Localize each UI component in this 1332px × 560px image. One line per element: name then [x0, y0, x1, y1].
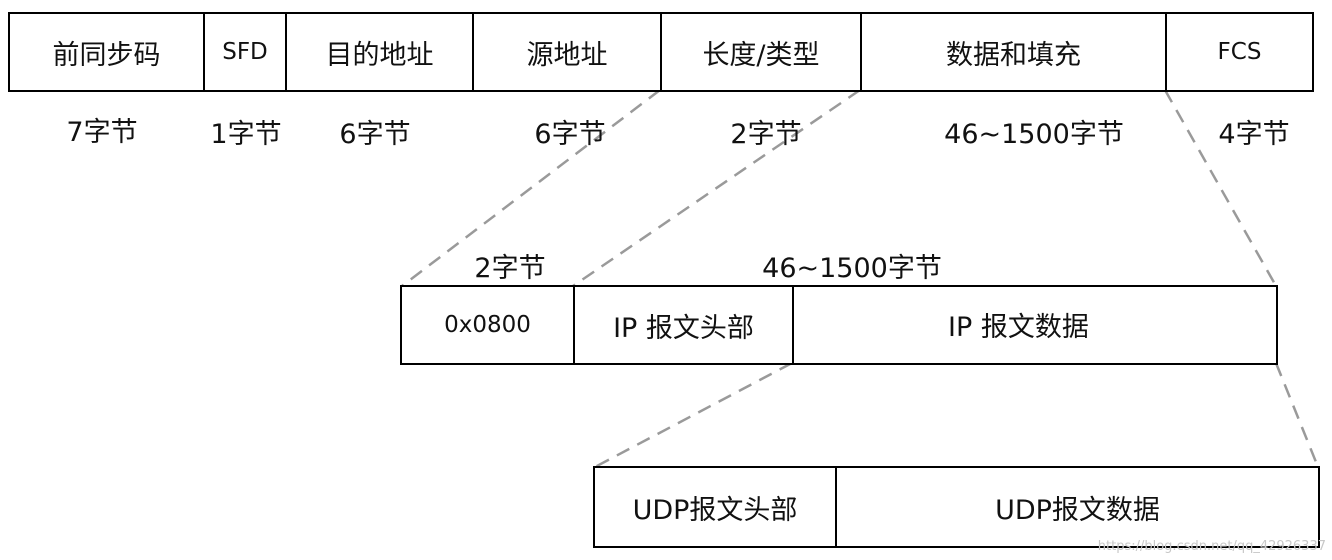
guide-line-data-left [1163, 89, 1278, 287]
length-type-field: 长度/类型 [660, 12, 862, 92]
sfd-label: SFD [222, 39, 268, 65]
preamble-field: 前同步码 [8, 12, 205, 92]
guide-line-ip-left [594, 361, 793, 469]
destination-address-field: 目的地址 [285, 12, 474, 92]
udp-header-label: UDP报文头部 [632, 494, 798, 526]
destination-address-size-label: 6字节 [339, 119, 411, 150]
guide-line-type-right [572, 88, 861, 288]
guide-line-type-left [401, 89, 661, 287]
ip-header-label: IP 报文头部 [613, 312, 754, 344]
fcs-size-label: 4字节 [1218, 119, 1290, 150]
udp-header-field: UDP报文头部 [593, 466, 837, 548]
sfd-size-label: 1字节 [210, 119, 282, 150]
type-code-size-label: 2字节 [474, 253, 546, 284]
udp-data-field: UDP报文数据 [835, 466, 1320, 548]
data-padding-label: 数据和填充 [946, 39, 1081, 71]
length-type-label: 长度/类型 [702, 39, 820, 71]
preamble-label: 前同步码 [52, 39, 161, 71]
ethertype-ipv4-field: 0x0800 [400, 285, 575, 365]
sfd-field: SFD [203, 12, 287, 92]
ethertype-ipv4-label: 0x0800 [444, 312, 531, 338]
destination-address-label: 目的地址 [325, 39, 434, 71]
guide-line-ip-right [1274, 362, 1320, 468]
watermark: https://blog.csdn.net/qq_42926337 [1097, 539, 1326, 554]
ip-data-field: IP 报文数据 [792, 285, 1278, 365]
udp-data-label: UDP报文数据 [995, 494, 1160, 526]
source-address-size-label: 6字节 [534, 119, 606, 150]
ip-header-field: IP 报文头部 [573, 285, 794, 365]
fcs-label: FCS [1217, 39, 1262, 65]
source-address-label: 源地址 [526, 39, 608, 71]
source-address-field: 源地址 [472, 12, 662, 92]
fcs-field: FCS [1165, 12, 1314, 92]
data-padding-field: 数据和填充 [860, 12, 1167, 92]
preamble-size-label: 7字节 [66, 117, 138, 148]
length-type-size-label: 2字节 [730, 119, 802, 150]
ip-data-label: IP 报文数据 [948, 312, 1089, 343]
data-padding-size-label: 46~1500字节 [944, 119, 1124, 150]
ip-packet-size-label: 46~1500字节 [762, 253, 942, 284]
